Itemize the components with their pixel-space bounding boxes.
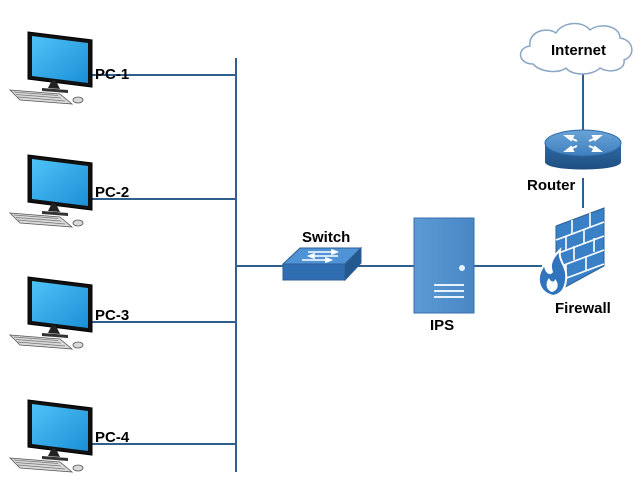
firewall-label: Firewall: [555, 300, 611, 317]
internet: Internet: [519, 22, 633, 75]
switch-icon: [281, 246, 363, 282]
pc-3: PC-3: [9, 276, 129, 350]
pc-3-icon: [9, 276, 93, 350]
pc-2-label: PC-2: [95, 184, 129, 201]
ips: IPS: [413, 217, 475, 334]
switch-label: Switch: [302, 229, 350, 246]
pc-1-icon: [9, 31, 93, 105]
internet-label: Internet: [551, 42, 606, 59]
firewall: Firewall: [537, 207, 611, 317]
router: Router: [527, 129, 622, 194]
pc-4: PC-4: [9, 399, 130, 473]
cloud-icon: [519, 22, 633, 75]
pc-4-label: PC-4: [95, 429, 130, 446]
server-icon: [413, 217, 475, 314]
pc-1: PC-1: [9, 31, 129, 105]
ips-label: IPS: [430, 317, 454, 334]
pc-1-label: PC-1: [95, 66, 129, 83]
router-label: Router: [527, 177, 575, 194]
firewall-icon: [537, 207, 605, 298]
pc-2: PC-2: [9, 154, 129, 228]
pc-2-icon: [9, 154, 93, 228]
switch: Switch: [281, 229, 363, 282]
pc-4-icon: [9, 399, 93, 473]
pc-3-label: PC-3: [95, 307, 129, 324]
links: [82, 58, 584, 472]
router-icon: [544, 129, 622, 170]
